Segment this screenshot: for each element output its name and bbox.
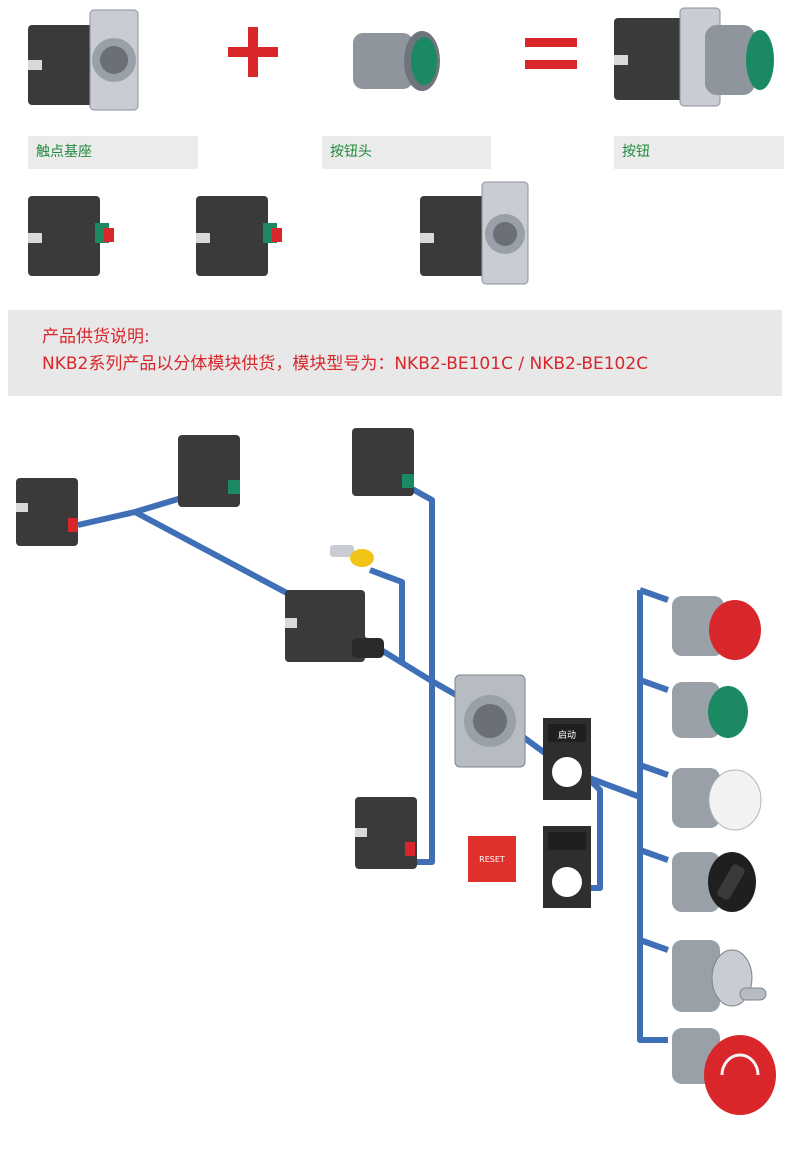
diagram-contact-block-4 — [355, 797, 417, 869]
diagram-contact-block-1 — [16, 478, 78, 546]
diagram-contact-base-lamp — [285, 590, 384, 662]
black-selector-switch-head — [672, 852, 756, 912]
diagram-contact-block-3 — [352, 428, 414, 496]
contact-base-illustration — [28, 9, 139, 111]
green-flush-button-head — [672, 682, 748, 738]
plus-sign — [228, 27, 278, 77]
contact-base-label: 触点基座 — [28, 136, 198, 169]
top-illustrations — [28, 7, 774, 111]
button-head-illustration — [353, 31, 440, 91]
contact-block-variants — [28, 181, 529, 285]
legend-plate-start-text: 启动 — [558, 729, 576, 741]
contact-block-green-illustration — [196, 196, 282, 276]
contact-base-with-collar-illustration — [420, 181, 529, 285]
notice-title: 产品供货说明: — [42, 327, 150, 347]
reset-label-plate: RESET — [468, 836, 516, 882]
red-flush-button-head — [672, 596, 761, 660]
mounting-collar — [454, 674, 526, 768]
supply-notice: 产品供货说明: NKB2系列产品以分体模块供货，模块型号为：NKB2-BE101… — [8, 310, 782, 396]
contact-block-red-illustration — [28, 196, 114, 276]
reset-label-text: RESET — [479, 855, 505, 864]
assembly-diagram: 启动 RESET — [16, 428, 776, 1115]
button-head-label: 按钮头 — [322, 136, 491, 169]
key-switch-head — [672, 940, 767, 1012]
equals-sign — [525, 38, 577, 69]
diagram-contact-block-2 — [178, 435, 240, 507]
red-emergency-stop-head — [672, 1028, 776, 1115]
legend-plate-start: 启动 — [543, 718, 591, 800]
notice-body: NKB2系列产品以分体模块供货，模块型号为：NKB2-BE101C / NKB2… — [42, 354, 649, 374]
indicator-lamp — [330, 545, 374, 567]
button-label: 按钮 — [614, 136, 784, 169]
legend-plate-blank — [543, 826, 591, 908]
complete-button-illustration — [614, 7, 774, 107]
white-illuminated-button-head — [672, 768, 762, 831]
